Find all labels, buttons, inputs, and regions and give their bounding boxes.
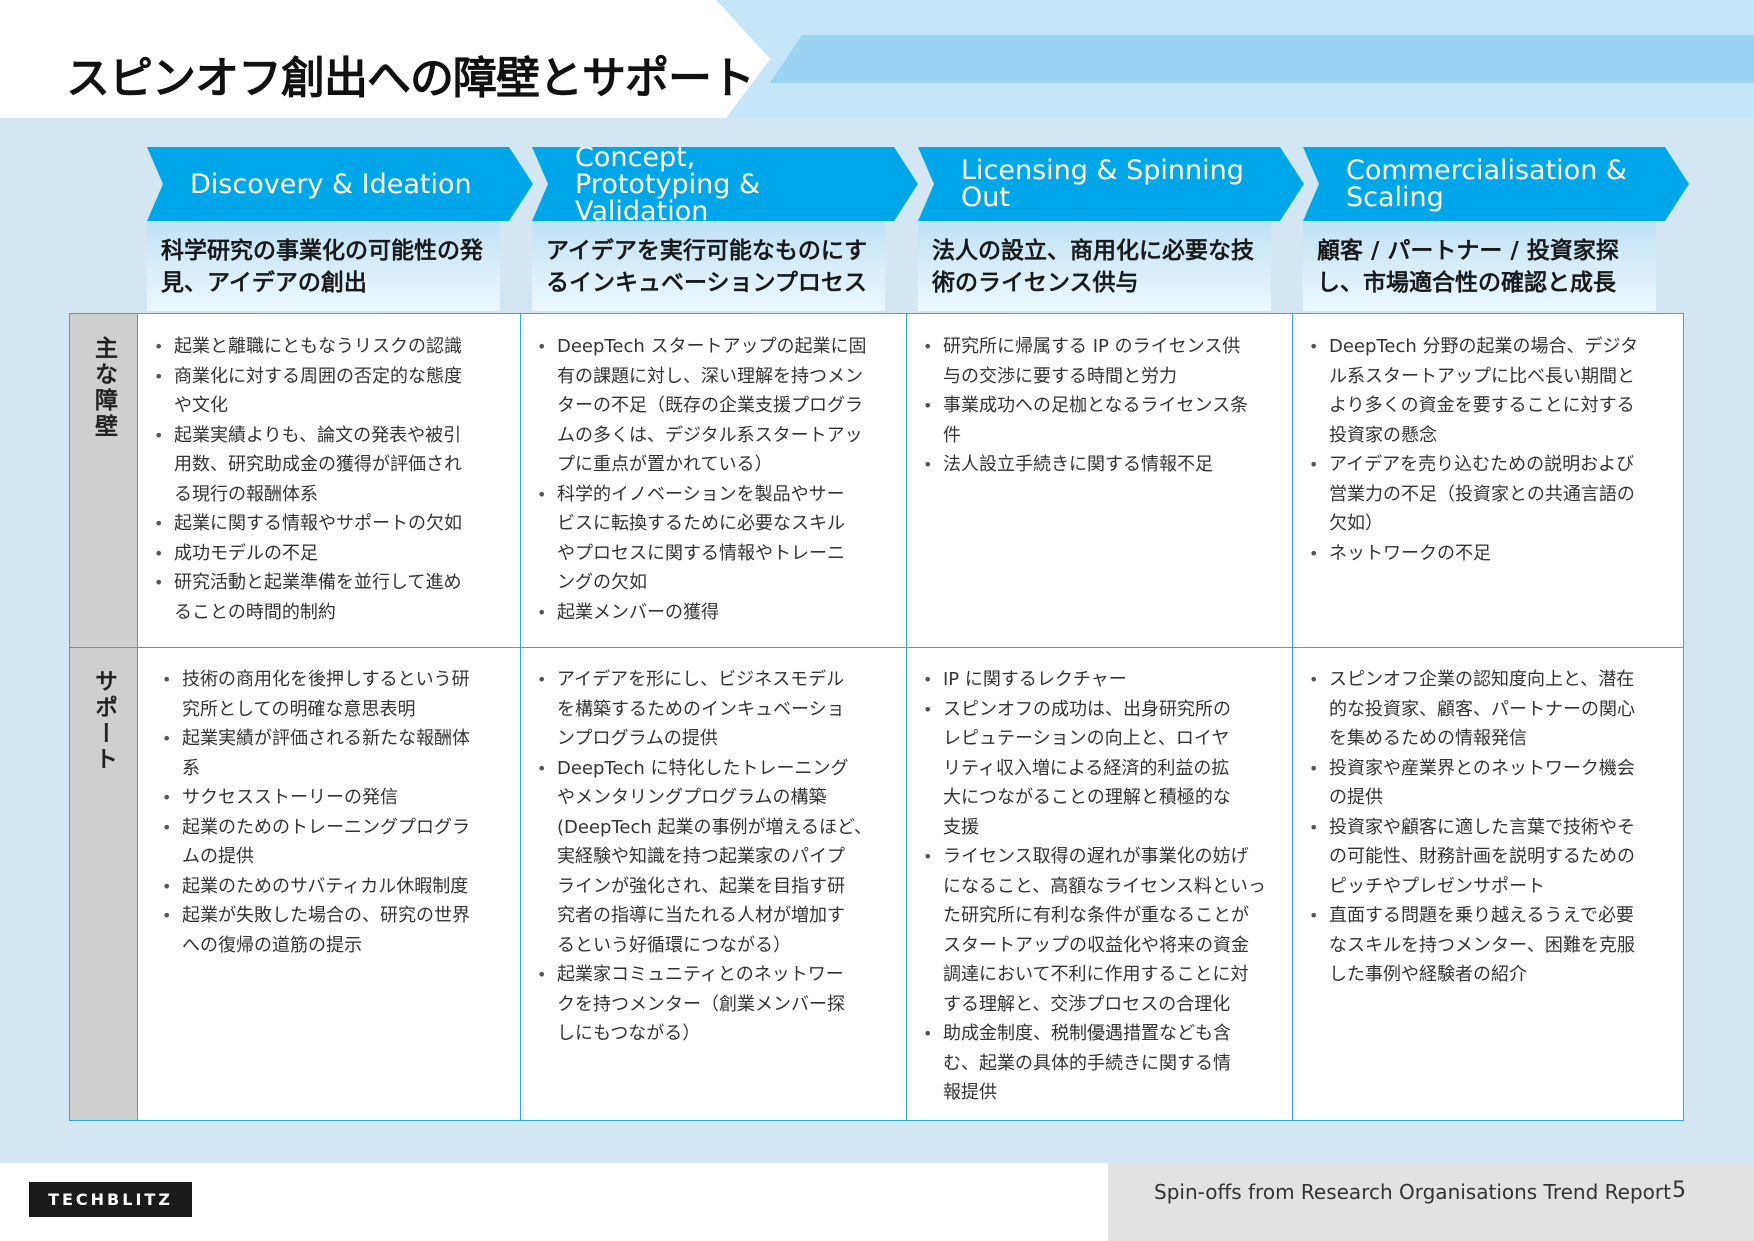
- list-item: 投資家や産業界とのネットワーク機会 の提供: [1309, 754, 1667, 813]
- list-item: 起業実績よりも、論文の発表や被引 用数、研究助成金の獲得が評価され る現行の報酬…: [154, 421, 504, 510]
- row-label-text: 主な障壁: [90, 336, 117, 440]
- cell-barriers-licensing: 研究所に帰属する IP のライセンス供 与の交渉に要する時間と労力事業成功への足…: [907, 314, 1293, 647]
- list-item: 起業実績が評価される新たな報酬体 系: [162, 724, 504, 783]
- title-box: スピンオフ創出への障壁とサポート: [0, 0, 770, 118]
- list-item: 成功モデルの不足: [154, 539, 504, 569]
- list-item: 起業家コミュニティとのネットワー クを持つメンター（創業メンバー探 しにもつなが…: [537, 960, 890, 1049]
- barriers-support-table: 主な障壁 サポート 起業と離職にともなうリスクの認識商業化に対する周囲の否定的な…: [69, 313, 1684, 1121]
- cell-barriers-discovery: 起業と離職にともなうリスクの認識商業化に対する周囲の否定的な態度 や文化起業実績…: [138, 314, 521, 647]
- stage-description: アイデアを実行可能なものにす るインキュベーションプロセス: [532, 221, 885, 311]
- list-item: ネットワークの不足: [1309, 539, 1667, 569]
- report-title: Spin-offs from Research Organisations Tr…: [1154, 1180, 1671, 1204]
- cell-support-discovery: 技術の商用化を後押しするという研 究所としての明確な意思表明起業実績が評価される…: [138, 647, 521, 1120]
- list-item: 法人設立手続きに関する情報不足: [923, 450, 1276, 480]
- list-item: 商業化に対する周囲の否定的な態度 や文化: [154, 362, 504, 421]
- stage-description: 顧客 / パートナー / 投資家探 し、市場適合性の確認と成長: [1303, 221, 1656, 311]
- stage-label: Licensing & Spinning Out: [961, 155, 1244, 213]
- list-item: 研究所に帰属する IP のライセンス供 与の交渉に要する時間と労力: [923, 332, 1276, 391]
- row-label-support: サポート: [70, 647, 138, 1120]
- list-item: 助成金制度、税制優遇措置なども含 む、起業の具体的手続きに関する情 報提供: [923, 1019, 1276, 1108]
- list-item: 起業に関する情報やサポートの欠如: [154, 509, 504, 539]
- stage-arrow-commercialisation: Commercialisation & Scaling: [1303, 147, 1689, 221]
- list-item: ライセンス取得の遅れが事業化の妨げ になること、高額なライセンス料といっ た研究…: [923, 842, 1276, 1019]
- techblitz-logo: TECHBLITZ: [29, 1182, 192, 1217]
- stage-label: Discovery & Ideation: [190, 168, 472, 200]
- stage-description: 科学研究の事業化の可能性の発 見、アイデアの創出: [147, 221, 500, 311]
- list-item: DeepTech に特化したトレーニング やメンタリングプログラムの構築 (De…: [537, 754, 890, 961]
- list-item: スピンオフの成功は、出身研究所の レピュテーションの向上と、ロイヤ リティ収入増…: [923, 695, 1276, 843]
- list-item: DeepTech スタートアップの起業に固 有の課題に対し、深い理解を持つメン …: [537, 332, 890, 480]
- list-item: 起業のためのトレーニングプログラ ムの提供: [162, 813, 504, 872]
- list-item: 起業メンバーの獲得: [537, 598, 890, 628]
- list-item: 技術の商用化を後押しするという研 究所としての明確な意思表明: [162, 665, 504, 724]
- list-item: アイデアを売り込むための説明および 営業力の不足（投資家との共通言語の 欠如）: [1309, 450, 1667, 539]
- header-band-mid: [770, 35, 1754, 83]
- row-divider: [70, 647, 1683, 648]
- stage-arrow-licensing: Licensing & Spinning Out: [918, 147, 1304, 221]
- list-item: 投資家や顧客に適した言葉で技術やそ の可能性、財務計画を説明するための ピッチや…: [1309, 813, 1667, 902]
- cell-barriers-commercialisation: DeepTech 分野の起業の場合、デジタ ル系スタートアップに比べ長い期間と …: [1293, 314, 1683, 647]
- cell-support-commercialisation: スピンオフ企業の認知度向上と、潜在 的な投資家、顧客、パートナーの関心 を集める…: [1293, 647, 1683, 1120]
- cell-barriers-concept: DeepTech スタートアップの起業に固 有の課題に対し、深い理解を持つメン …: [521, 314, 907, 647]
- list-item: 科学的イノベーションを製品やサー ビスに転換するために必要なスキル やプロセスに…: [537, 480, 890, 598]
- list-item: 起業と離職にともなうリスクの認識: [154, 332, 504, 362]
- list-item: サクセスストーリーの発信: [162, 783, 504, 813]
- page-title: スピンオフ創出への障壁とサポート: [66, 53, 755, 104]
- list-item: 直面する問題を乗り越えるうえで必要 なスキルを持つメンター、困難を克服 した事例…: [1309, 901, 1667, 990]
- list-item: 起業が失敗した場合の、研究の世界 への復帰の道筋の提示: [162, 901, 504, 960]
- stage-label: Commercialisation & Scaling: [1346, 155, 1627, 213]
- list-item: 事業成功への足枷となるライセンス条 件: [923, 391, 1276, 450]
- row-label-barriers: 主な障壁: [70, 314, 138, 647]
- stage-arrow-discovery: Discovery & Ideation: [147, 147, 533, 221]
- list-item: 起業のためのサバティカル休暇制度: [162, 872, 504, 902]
- row-label-text: サポート: [90, 669, 117, 773]
- list-item: スピンオフ企業の認知度向上と、潜在 的な投資家、顧客、パートナーの関心 を集める…: [1309, 665, 1667, 754]
- page-number: 5: [1672, 1178, 1686, 1203]
- stage-label: Concept, Prototyping & Validation: [575, 141, 761, 227]
- list-item: 研究活動と起業準備を並行して進め ることの時間的制約: [154, 568, 504, 627]
- cell-support-concept: アイデアを形にし、ビジネスモデル を構築するためのインキュベーショ ンプログラム…: [521, 647, 907, 1120]
- footer-gray-panel: [1108, 1163, 1754, 1241]
- list-item: DeepTech 分野の起業の場合、デジタ ル系スタートアップに比べ長い期間と …: [1309, 332, 1667, 450]
- stage-arrow-concept: Concept, Prototyping & Validation: [532, 147, 918, 221]
- list-item: IP に関するレクチャー: [923, 665, 1276, 695]
- stage-description: 法人の設立、商用化に必要な技 術のライセンス供与: [918, 221, 1271, 311]
- list-item: アイデアを形にし、ビジネスモデル を構築するためのインキュベーショ ンプログラム…: [537, 665, 890, 754]
- cell-support-licensing: IP に関するレクチャースピンオフの成功は、出身研究所の レピュテーションの向上…: [907, 647, 1293, 1120]
